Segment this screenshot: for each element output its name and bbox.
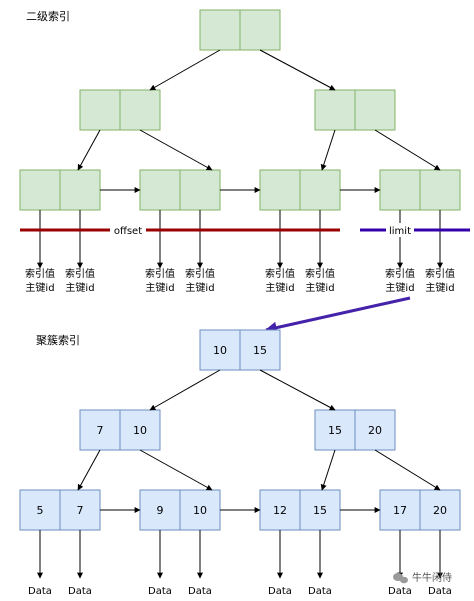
secondary-leaf-pointers	[37, 210, 443, 269]
primary-key-label: 主键id	[185, 281, 214, 294]
cell	[419, 169, 461, 211]
key-value: 7	[77, 504, 84, 517]
index-value-label: 索引值	[305, 267, 335, 280]
cell	[119, 409, 161, 451]
primary-key-label: 主键id	[265, 281, 294, 294]
secondary-tree-arrows	[77, 49, 441, 193]
primary-key-label: 主键id	[425, 281, 454, 294]
secondary-leaf-node-4	[379, 169, 461, 211]
clustered-leaf-node-1: 5 7	[19, 489, 101, 531]
cell	[199, 9, 241, 51]
lookup-jump-arrow	[264, 296, 411, 334]
offset-label: offset	[114, 226, 142, 237]
clustered-root-node: 10 15	[199, 329, 281, 371]
key-value: 10	[133, 424, 147, 437]
key-value: 9	[157, 504, 164, 517]
key-value: 20	[368, 424, 382, 437]
cell	[354, 409, 396, 451]
cell	[379, 169, 421, 211]
primary-key-label: 主键id	[305, 281, 334, 294]
cell	[299, 489, 341, 531]
watermark-text: 牛牛闲侍	[412, 571, 452, 584]
key-value: 5	[37, 504, 44, 517]
primary-key-label: 主键id	[65, 281, 94, 294]
primary-key-label: 主键id	[145, 281, 174, 294]
key-value: 20	[433, 504, 447, 517]
secondary-leaf-node-3	[259, 169, 341, 211]
key-value: 10	[213, 344, 227, 357]
secondary-internal-node-right	[314, 89, 396, 131]
cell	[259, 169, 301, 211]
data-label: Data	[148, 586, 172, 597]
clustered-data-labels: Data Data Data Data Data Data Data Data	[28, 586, 452, 597]
cell	[199, 329, 241, 371]
clustered-internal-node-left: 7 10	[79, 409, 161, 451]
key-value: 15	[313, 504, 327, 517]
key-value: 17	[393, 504, 407, 517]
clustered-leaf-node-2: 9 10	[139, 489, 221, 531]
index-value-label: 索引值	[145, 267, 175, 280]
data-label: Data	[268, 586, 292, 597]
limit-label: limit	[389, 226, 411, 237]
index-value-label: 索引值	[425, 267, 455, 280]
data-label: Data	[388, 586, 412, 597]
clustered-internal-node-right: 15 20	[314, 409, 396, 451]
index-value-label: 索引值	[25, 267, 55, 280]
index-value-label: 索引值	[385, 267, 415, 280]
index-value-label: 索引值	[185, 267, 215, 280]
clustered-leaf-node-4: 17 20	[379, 489, 461, 531]
data-label: Data	[68, 586, 92, 597]
data-label: Data	[308, 586, 332, 597]
watermark: 牛牛闲侍	[393, 571, 452, 584]
cell	[19, 169, 61, 211]
cell	[119, 89, 161, 131]
key-value: 15	[253, 344, 267, 357]
secondary-leaf-node-1	[19, 169, 101, 211]
clustered-data-pointers	[37, 530, 443, 579]
primary-key-label: 主键id	[25, 281, 54, 294]
cell	[314, 409, 356, 451]
data-label: Data	[28, 586, 52, 597]
secondary-leaf-labels: 索引值 主键id 索引值 主键id 索引值 主键id 索引值 主键id 索引值 …	[25, 267, 455, 294]
key-value: 12	[273, 504, 287, 517]
cell	[59, 169, 101, 211]
cell	[239, 329, 281, 371]
offset-label-bg	[110, 223, 146, 237]
key-value: 10	[193, 504, 207, 517]
data-label: Data	[188, 586, 212, 597]
secondary-root-node	[199, 9, 281, 51]
clustered-leaf-node-3: 12 15	[259, 489, 341, 531]
secondary-index-title: 二级索引	[26, 9, 70, 23]
cell	[19, 489, 61, 531]
data-label: Data	[428, 586, 452, 597]
cell	[354, 89, 396, 131]
limit-label-bg	[386, 223, 414, 237]
cell	[79, 409, 121, 451]
index-value-label: 索引值	[65, 267, 95, 280]
cell	[379, 489, 421, 531]
index-value-label: 索引值	[265, 267, 295, 280]
cell	[79, 89, 121, 131]
clustered-index-title: 聚簇索引	[36, 333, 80, 347]
cell	[299, 169, 341, 211]
secondary-leaf-node-2	[139, 169, 221, 211]
wechat-logo-icon	[393, 573, 408, 584]
primary-key-label: 主键id	[385, 281, 414, 294]
key-value: 15	[328, 424, 342, 437]
secondary-internal-node-left	[79, 89, 161, 131]
cell	[314, 89, 356, 131]
cell	[179, 169, 221, 211]
cell	[419, 489, 461, 531]
cell	[239, 9, 281, 51]
key-value: 7	[97, 424, 104, 437]
clustered-tree-arrows	[77, 369, 441, 513]
cell	[139, 169, 181, 211]
